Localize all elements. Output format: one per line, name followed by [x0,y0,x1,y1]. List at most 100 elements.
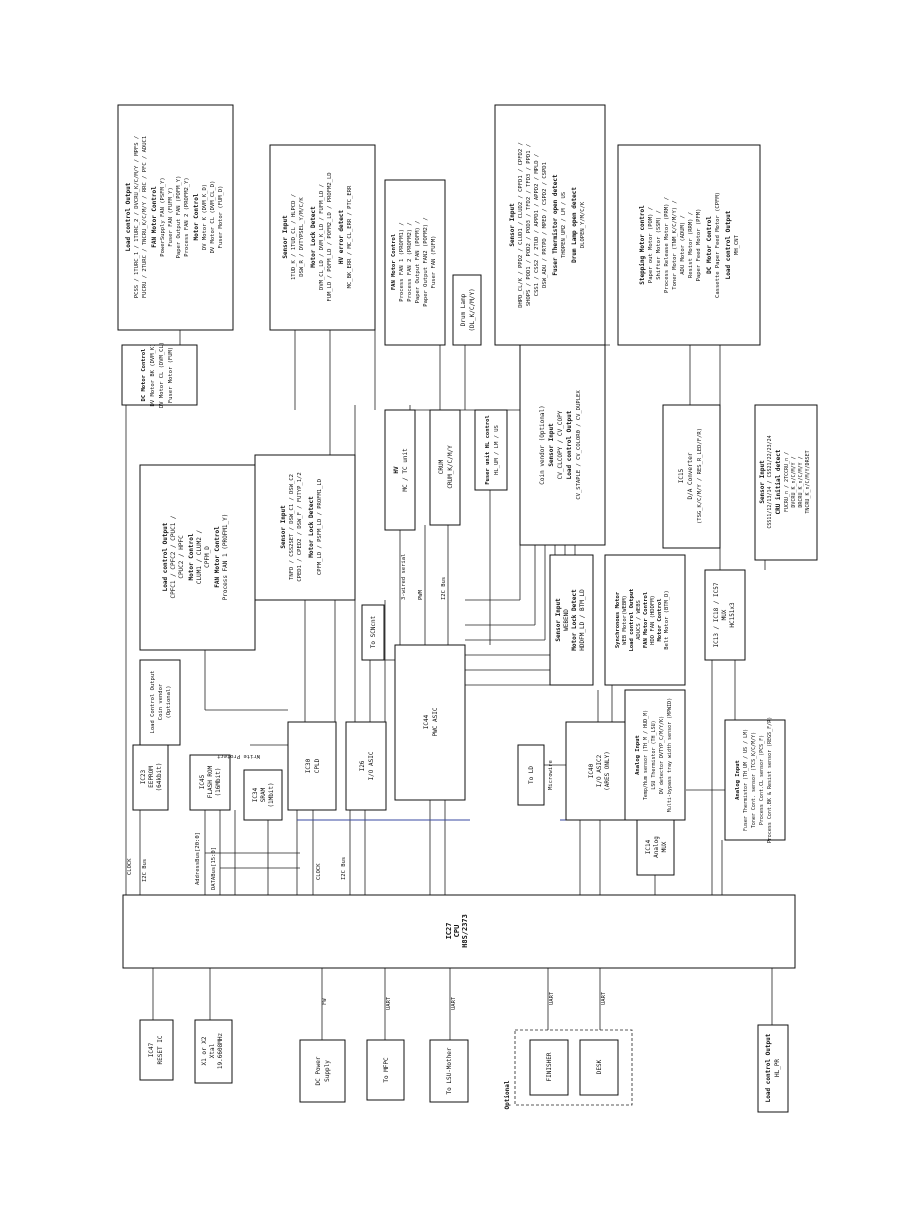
analog-input-1-label-3: LSU Thermistor (TH_LSU) [651,720,657,789]
webend-sensor-label-2: WEBEND [563,609,570,631]
sensor-cpld-label-2: TNFD / CSS2SET / DSW_C1 / DSW_C2 [289,474,295,580]
finisher-label: FINISHER [546,1052,553,1081]
top-load-control-block: Load control Output PCSS / 1TURC_1 / 1TU… [117,104,234,331]
hl-pr-block: Load control Output HL_PR [757,1024,789,1113]
reset-ic-label-2: RESET IC [157,1035,164,1064]
dc-motor-1-label-2: DV Motor BK (DVM_K) [150,344,156,407]
sensor-css-label-6: DRCRU_K_n/C/M/Y / [798,456,804,507]
top-load-control-label-8: Process FAN 2 (PROFM2_Y) [184,177,190,256]
stepping-motor-label-2: Paper out Motor (POM) / [648,207,654,283]
mux-hc151-label-2: MUX [721,609,728,620]
to-lsu-mother-label: To LSU-Mother [446,1047,453,1094]
analog-input-1-label-2: Temp/Hum sensor (TH_M / HUD_M) [643,710,649,800]
address-bus-label: AddressBus[20:0] [195,832,201,885]
sensor-1tud-label-7: HV error detect [338,210,345,265]
fan-motor-2-label-1: FAN Motor Control [391,234,397,290]
load-control-1-label-7: FAN Motor Control [214,526,221,588]
coin-vendor-optional-block: Load Control Output Coin vendor (Optiona… [139,659,181,746]
to-ld-label: To LD [528,766,535,784]
stepping-motor-label-1: Stepping Motor control [639,205,646,285]
sensor-big-label-4: CSS1 / CSS2 / 2TUD / APPD1 / APPD2 / MPL… [534,154,540,296]
coin-vendor-io-label-4: Load control Output [566,410,573,479]
top-load-control-label-3: FUCRU / 2TURC / TNCRU_K/C/M/Y / RRC / PF… [142,136,148,298]
analog-input-2-label-2: Fuser Thermistor (TH_UM / US / LM) [743,729,749,831]
stepping-motor-label-7: Resist Motor (RRM) / [688,212,694,278]
io-asic2-label-3: (ARES ONLY) [604,751,611,791]
sync-motor-label-8: Belt Motor (BTM_D) [664,590,670,650]
top-load-control-label-6: Fuser FAN (FUFM_Y) [168,187,174,247]
analog-input-2-label-1: Analog Input [735,760,741,800]
i2c-signal-label-1: I2C Bus [142,859,148,882]
io-asic2-label-1: IC40 [588,763,595,778]
cpu-label-1: IC27 [445,923,453,940]
flash-rom-label-1: IC45 [199,774,206,789]
desk-block: DESK [579,1039,619,1096]
load-control-1-label-1: Load control Output [162,522,169,591]
stepping-motor-label-10: Cassette Paper Feed Motor (CPFM) [715,192,721,298]
sensor-big-label-6: Fuser Thermistor open detect [552,174,559,276]
sensor-cpld-label-4: Motor Lock Detect [308,496,315,558]
da-converter-label-2: D/A Converter [687,452,694,499]
dc-power-supply-block: DC Power Supply [299,1039,346,1103]
signal-labels: CLOCK I2C Bus AddressBus[20:0] DATABus[1… [127,554,607,1010]
sensor-css-label-4: FUCRU_n / 2TCCRU_n / [784,452,790,512]
to-scncnt-label: To SCNcnt [370,615,377,648]
webend-sensor-label-4: HDDFM_LD / BTM_LD [579,589,586,651]
webend-sensor-label-1: Sensor Input [555,598,562,642]
sensor-1tud-label-2: 1TUD_K / 1TUD_CL / HLPCD / [291,194,297,280]
fan-motor-2-label-2: Process FAN 1 (PROFM1) / [399,222,405,301]
sensor-big-label-2: DHPD_CL/K / PPD2 / CLUD1 / CLUD2 / CPFD1… [518,142,524,308]
hv-unit-block: HV MC / TC unit [384,409,416,531]
pwc-asic-label-2: PWC ASIC [432,707,439,736]
to-mfpc-block: To MFPC [366,1039,405,1101]
sensor-cpld-block: Sensor Input TNFD / CSS2SET / DSW_C1 / D… [254,454,356,601]
drum-lamp-label-1: Drum Lamp [460,293,467,326]
sensor-big-label-3: SHOPS / POD1 / POD2 / POD3 / TFD2 / TFD3… [526,144,532,306]
crum-label-2: CRUM_K/C/M/Y [447,445,454,489]
stepping-motor-block: Stepping Motor control Paper out Motor (… [617,144,761,346]
fw-label: FW [322,998,328,1005]
analog-mux-label-2: Analog [653,836,660,858]
sensor-1tud-label-5: DVM_CL_LD / DVM_K_LD / FUFM_LD / [319,184,325,290]
drum-lamp-block: Drum Lamp (DL_K/C/M/Y) [452,274,482,346]
top-load-control-label-9: Motor Control [193,193,200,240]
sync-motor-label-1: Synchronous Motor [615,591,621,648]
load-control-1-label-3: CPUC2 / HPFC [178,535,185,579]
sensor-1tud-block: Sensor Input 1TUD_K / 1TUD_CL / HLPCD / … [269,144,376,331]
sensor-big-label-7: THOPEN_UM2 / LM / US [561,192,567,258]
xtal-label-1: X1 or X2 [201,1036,208,1065]
analog-input-1-label-4: DV detector DVTYP_C/M/Y/K) [659,716,665,794]
fuser-hl-control-block: Fuser unit HL control HL_UM / LM / US [474,409,508,491]
clock-signal-label-2: CLOCK [316,863,322,880]
top-load-control-label-7: Paper Output FAN (POFM_Y) [176,176,182,259]
dc-motor-1-label-3: DV Motor CL (DVM_CL) [159,342,165,408]
hv-unit-label-1: HV [393,466,400,474]
top-load-control-label-10: DV Motor K (DVM_K_D) [202,184,208,250]
sensor-cpld-label-1: Sensor Input [280,505,287,549]
analog-mux-label-1: IC14 [645,839,652,854]
sync-motor-block: Synchronous Motor WEB Motor(WEBM) Load c… [604,554,686,686]
analog-input-2-label-3: Toner Cont. sensor (TCS_K/C/M/Y) [751,732,757,828]
uart-label-4: UART [601,991,607,1005]
io-asic-label-1: I26 [359,760,366,771]
top-load-control-label-4: FAN Motor Control [151,186,158,248]
analog-input-1-block: Analog Input Temp/Hum sensor (TH_M / HUD… [624,689,686,821]
sensor-big-label-5: DSW_ADU / PRTPD / MPED / CSPD2 / CSPD1 [542,162,548,288]
eeprom-label-2: EEPROM [148,766,155,788]
sync-motor-label-2: WEB Motor(WEBM) [622,595,628,645]
xtal-block: X1 or X2 Xtal 19.6608MHz [194,1019,233,1084]
dc-motor-1-label-4: Fuser Motor (FUM) [168,347,174,403]
fan-motor-2-block: FAN Motor Control Process FAN 1 (PROFM1)… [384,179,446,346]
top-load-control-label-1: Load control Output [125,182,132,251]
serial-label: 3-wired serial [401,554,407,600]
cpu-label-2: CPU [453,925,461,938]
top-load-control-label-2: PCSS / 1TURC_1 / 1TURC_2 / DVCRU_K/C/M/Y… [134,136,140,298]
sensor-big-label-9: DLOPEN_Y/M/C/K [580,201,586,248]
sync-motor-label-3: Load control Output [629,589,635,652]
io-asic2-label-2: I/O ASIC2 [596,754,603,787]
optional-label: Optional [504,1080,511,1109]
desk-label: DESK [596,1059,603,1074]
sync-motor-label-6: HDD FAN (HDDFM) [650,595,656,645]
sensor-big-label-1: Sensor Input [509,203,516,247]
hl-pr-label-1: Load control Output [765,1033,772,1102]
